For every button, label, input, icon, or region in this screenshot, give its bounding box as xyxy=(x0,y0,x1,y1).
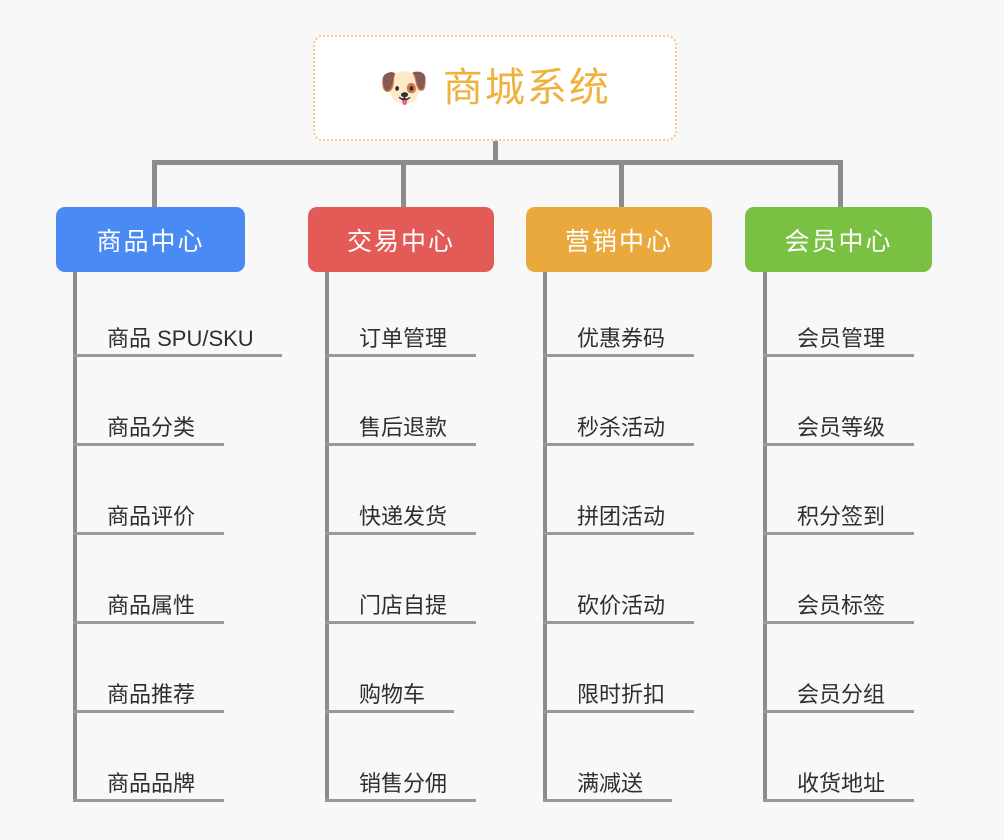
leaf-item-label: 商品评价 xyxy=(107,503,196,529)
leaf-item-label: 会员分组 xyxy=(797,681,886,707)
branch-stem-connector-1 xyxy=(401,160,406,207)
root-title: 商城系统 xyxy=(442,66,611,110)
leaf-item[interactable]: 商品分类 xyxy=(73,412,224,446)
leaf-item-label: 销售分佣 xyxy=(359,770,448,796)
leaf-item[interactable]: 售后退款 xyxy=(325,412,476,446)
branch-header-label: 营销中心 xyxy=(564,227,673,256)
leaf-item-label: 购物车 xyxy=(359,681,426,707)
root-stem-connector xyxy=(493,141,498,165)
leaf-item[interactable]: 优惠券码 xyxy=(543,323,694,357)
leaf-item[interactable]: 砍价活动 xyxy=(543,590,694,624)
dog-face-icon: 🐶 xyxy=(379,66,429,110)
leaf-item-label: 商品品牌 xyxy=(107,770,196,796)
leaf-item[interactable]: 积分签到 xyxy=(763,501,914,535)
leaf-item-label: 优惠券码 xyxy=(577,325,666,351)
branch-header-0[interactable]: 商品中心 xyxy=(56,207,245,272)
branch-header-label: 会员中心 xyxy=(784,227,893,256)
leaf-item[interactable]: 商品评价 xyxy=(73,501,224,535)
leaf-item-label: 商品推荐 xyxy=(107,681,196,707)
leaf-item-label: 砍价活动 xyxy=(577,592,666,618)
leaf-item[interactable]: 购物车 xyxy=(325,679,454,713)
branch-header-label: 商品中心 xyxy=(96,227,205,256)
leaf-item-label: 积分签到 xyxy=(797,503,886,529)
leaf-item-label: 售后退款 xyxy=(359,414,448,440)
leaf-item[interactable]: 门店自提 xyxy=(325,590,476,624)
branch-header-label: 交易中心 xyxy=(346,227,455,256)
leaf-item-label: 商品属性 xyxy=(107,592,196,618)
branch-stem-connector-3 xyxy=(838,160,843,207)
leaf-item[interactable]: 商品推荐 xyxy=(73,679,224,713)
leaf-item[interactable]: 商品品牌 xyxy=(73,768,224,802)
leaf-item-label: 会员管理 xyxy=(797,325,886,351)
leaf-item[interactable]: 快递发货 xyxy=(325,501,476,535)
leaf-item-label: 限时折扣 xyxy=(577,681,666,707)
branch-header-3[interactable]: 会员中心 xyxy=(745,207,932,272)
branch-spine-2 xyxy=(543,272,547,802)
branch-spine-1 xyxy=(325,272,329,802)
leaf-item-label: 会员标签 xyxy=(797,592,886,618)
leaf-item[interactable]: 收货地址 xyxy=(763,768,914,802)
leaf-item[interactable]: 满减送 xyxy=(543,768,672,802)
leaf-item[interactable]: 会员分组 xyxy=(763,679,914,713)
branch-header-2[interactable]: 营销中心 xyxy=(526,207,712,272)
leaf-item-label: 商品 SPU/SKU xyxy=(107,325,254,351)
branch-stem-connector-2 xyxy=(619,160,624,207)
branch-header-1[interactable]: 交易中心 xyxy=(308,207,494,272)
leaf-item[interactable]: 会员等级 xyxy=(763,412,914,446)
leaf-item-label: 商品分类 xyxy=(107,414,196,440)
leaf-item-label: 收货地址 xyxy=(797,770,886,796)
leaf-item[interactable]: 销售分佣 xyxy=(325,768,476,802)
leaf-item-label: 秒杀活动 xyxy=(577,414,666,440)
root-node[interactable]: 🐶 商城系统 xyxy=(313,35,677,141)
leaf-item[interactable]: 会员管理 xyxy=(763,323,914,357)
leaf-item-label: 快递发货 xyxy=(359,503,448,529)
leaf-item-label: 订单管理 xyxy=(359,325,448,351)
leaf-item[interactable]: 限时折扣 xyxy=(543,679,694,713)
leaf-item[interactable]: 商品 SPU/SKU xyxy=(73,323,282,357)
leaf-item[interactable]: 订单管理 xyxy=(325,323,476,357)
leaf-item[interactable]: 拼团活动 xyxy=(543,501,694,535)
leaf-item-label: 门店自提 xyxy=(359,592,448,618)
branch-spine-3 xyxy=(763,272,767,802)
branch-bus-connector xyxy=(152,160,843,165)
leaf-item[interactable]: 商品属性 xyxy=(73,590,224,624)
branch-stem-connector-0 xyxy=(152,160,157,207)
leaf-item-label: 拼团活动 xyxy=(577,503,666,529)
leaf-item-label: 满减送 xyxy=(577,770,644,796)
leaf-item-label: 会员等级 xyxy=(797,414,886,440)
leaf-item[interactable]: 会员标签 xyxy=(763,590,914,624)
leaf-item[interactable]: 秒杀活动 xyxy=(543,412,694,446)
branch-spine-0 xyxy=(73,272,77,802)
